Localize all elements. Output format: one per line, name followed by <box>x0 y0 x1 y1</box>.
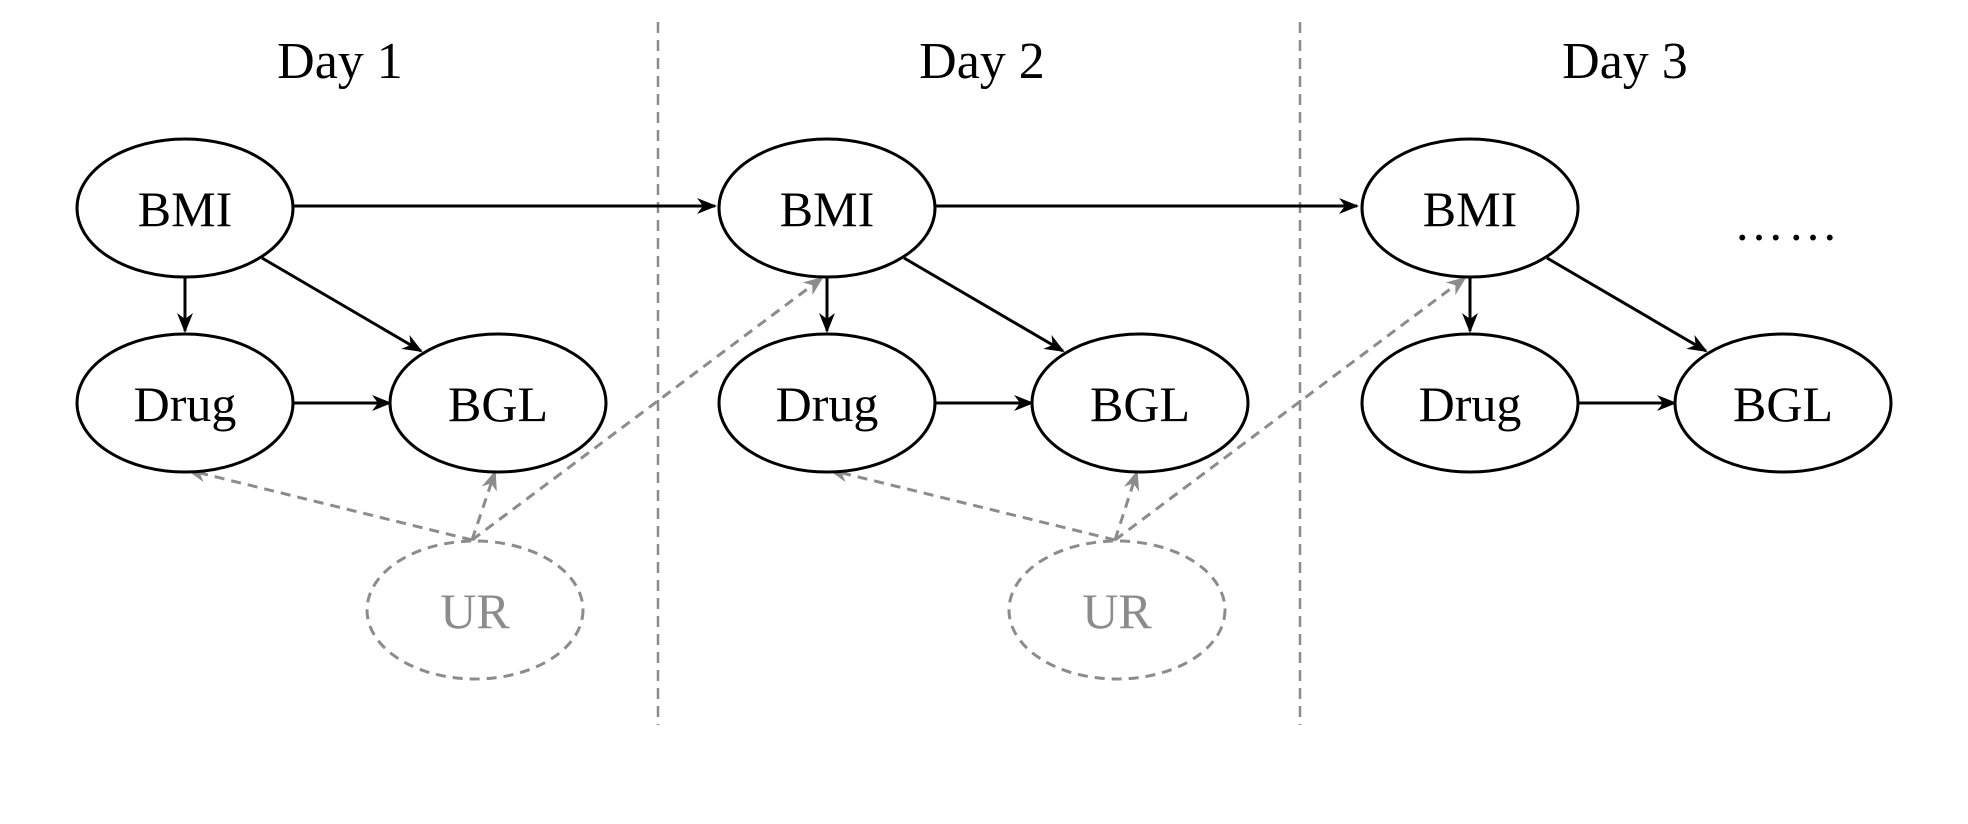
node-bmi-label: BMI <box>138 181 232 237</box>
node-drug-label: Drug <box>776 376 879 432</box>
continuation-ellipsis: …… <box>1734 195 1842 251</box>
node-drug-label: Drug <box>134 376 237 432</box>
node-bmi-day2: BMI <box>717 137 937 279</box>
edge-ur1-to-bmi2 <box>471 276 824 542</box>
edge-ur1-to-drug1 <box>186 466 473 542</box>
node-drug-day2: Drug <box>717 332 937 474</box>
edge-ur2-to-bgl2 <box>1113 470 1140 541</box>
edge-bmi3-to-bgl3 <box>1546 256 1708 353</box>
node-bgl-label: BGL <box>1733 376 1833 432</box>
node-bmi-label: BMI <box>780 181 874 237</box>
node-bgl-label: BGL <box>1090 376 1190 432</box>
edge-bmi1-to-bgl1 <box>261 256 423 353</box>
edge-ur2-to-bmi3 <box>1114 276 1467 542</box>
node-bmi-day1: BMI <box>75 137 295 279</box>
node-drug-day3: Drug <box>1360 332 1580 474</box>
edge-bmi2-to-bgl2 <box>903 256 1065 353</box>
node-drug-label: Drug <box>1419 376 1522 432</box>
node-bgl-day2: BGL <box>1030 332 1250 474</box>
node-ur-day1: UR <box>365 539 585 681</box>
node-ur-label: UR <box>440 583 510 639</box>
day-1-label: Day 1 <box>277 33 403 90</box>
node-ur-label: UR <box>1082 583 1152 639</box>
node-bgl-day3: BGL <box>1673 332 1893 474</box>
node-ur-day2: UR <box>1007 539 1227 681</box>
node-drug-day1: Drug <box>75 332 295 474</box>
day-2-label: Day 2 <box>919 33 1045 90</box>
node-bmi-label: BMI <box>1423 181 1517 237</box>
node-bmi-day3: BMI <box>1360 137 1580 279</box>
day-3-label: Day 3 <box>1562 33 1688 90</box>
node-bgl-label: BGL <box>448 376 548 432</box>
edge-ur2-to-drug2 <box>828 466 1116 542</box>
edge-ur1-to-bgl1 <box>470 470 497 541</box>
node-bgl-day1: BGL <box>388 332 608 474</box>
